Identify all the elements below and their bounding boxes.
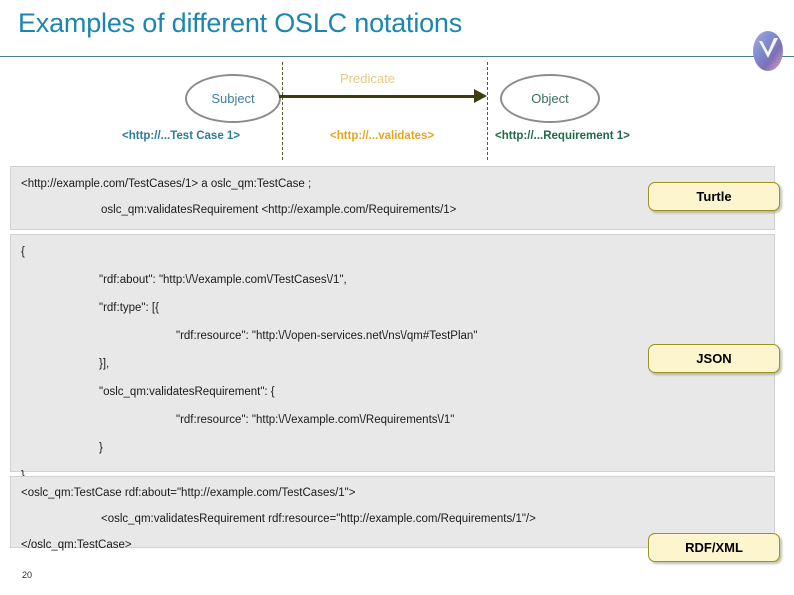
rdfxml-line-3: </oslc_qm:TestCase> [21,539,132,551]
header-divider [0,56,794,57]
object-uri-label: <http://...Requirement 1> [495,130,630,142]
rdfxml-line-2: <oslc_qm:validatesRequirement rdf:resour… [101,513,536,525]
turtle-line-2: oslc_qm:validatesRequirement <http://exa… [101,204,457,216]
rdfxml-format-badge: RDF/XML [648,533,780,562]
predicate-arrow-line [279,95,477,98]
object-node: Object [500,74,600,123]
json-line-4: "rdf:resource": "http:\/\/open-services.… [176,330,478,342]
turtle-format-badge: Turtle [648,182,780,211]
json-line-3: "rdf:type": [{ [99,302,159,314]
rdfxml-line-1: <oslc_qm:TestCase rdf:about="http://exam… [21,487,356,499]
subject-uri-label: <http://...Test Case 1> [122,130,241,142]
json-line-6: "oslc_qm:validatesRequirement": { [99,386,275,398]
turtle-code-panel: <http://example.com/TestCases/1> a oslc_… [10,166,775,230]
json-code-panel: { "rdf:about": "http:\/\/example.com\/Te… [10,234,775,482]
subject-node: Subject [185,74,281,123]
json-line-8: } [99,442,103,454]
oslc-oval-logo [753,31,783,71]
separator-predicate-object [487,62,488,160]
rdfxml-code-panel: <oslc_qm:TestCase rdf:about="http://exam… [10,476,775,551]
json-line-7: "rdf:resource": "http:\/\/example.com\/R… [176,414,455,426]
separator-subject-predicate [282,62,283,160]
predicate-arrow-head [474,89,487,103]
predicate-node-label: Predicate [340,71,395,86]
page-title: Examples of different OSLC notations [18,8,463,38]
predicate-uri-label: <http://...validates> [330,130,435,142]
json-format-badge: JSON [648,344,780,373]
rdf-triple-diagram: Subject Predicate Object <http://...Test… [0,58,794,163]
turtle-line-1: <http://example.com/TestCases/1> a oslc_… [21,178,312,190]
json-line-2: "rdf:about": "http:\/\/example.com\/Test… [99,274,347,286]
json-line-1: { [21,246,25,258]
json-line-5: }], [99,358,110,370]
page-number: 20 [22,570,33,580]
